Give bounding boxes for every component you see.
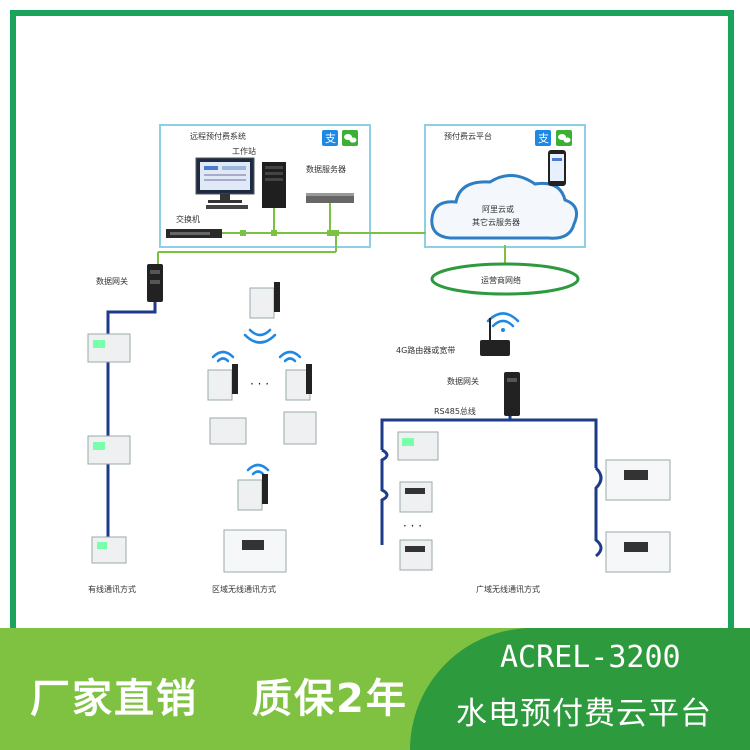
wifi-icon-lower (246, 463, 270, 476)
network-switch-icon (166, 229, 222, 238)
remote-system-box (159, 124, 371, 248)
workstation-label: 工作站 (232, 146, 256, 156)
wifi-icon-router (486, 312, 520, 332)
wide-meter-1 (397, 431, 439, 461)
phone-icon (548, 150, 566, 186)
rack-server-icon (306, 193, 354, 203)
wifi-icon-meter-top (243, 328, 277, 344)
carrier-network-label: 运营商网络 (481, 275, 521, 285)
wide-meter-box-2 (605, 531, 671, 573)
right-rs485-bus (380, 416, 603, 558)
wifi-icon-left-meter (211, 350, 235, 363)
wechat-icon-right (556, 130, 572, 146)
product-subtitle: 水电预付费云平台 (456, 696, 712, 732)
left-gateway-label: 数据网关 (96, 276, 128, 286)
regional-meter-top (249, 282, 280, 319)
wide-dots: · · · (403, 519, 422, 533)
regional-meter-left (207, 364, 247, 445)
svg-text:支: 支 (325, 132, 336, 145)
cloud-platform-label: 预付费云平台 (444, 131, 492, 141)
switch-label: 交换机 (176, 214, 200, 224)
regional-dots: · · · (250, 377, 269, 391)
alipay-icon-right: 支 (535, 130, 551, 146)
regional-wireless-label: 区域无线通讯方式 (212, 584, 276, 594)
product-model: ACREL-3200 (500, 640, 681, 675)
left-rs485-bus (106, 302, 157, 555)
wechat-icon (342, 130, 358, 146)
right-gateway-label: 数据网关 (447, 376, 479, 386)
slogan-direct-sale: 厂家直销 (30, 676, 198, 722)
banner-dark-section (410, 628, 750, 750)
right-gateway-icon (504, 372, 520, 416)
wired-meter-2 (87, 435, 131, 465)
wired-meter-1 (87, 333, 131, 363)
rs485-label: RS485总线 (434, 406, 476, 416)
regional-meter-lower (223, 474, 287, 573)
router-icon (480, 318, 510, 356)
workstation-icon (195, 157, 255, 209)
tower-server-icon (262, 162, 286, 208)
router-label: 4G路由器或宽带 (396, 345, 455, 355)
green-connection-lines (157, 203, 506, 268)
alipay-icon: 支 (322, 130, 338, 146)
wide-wireless-label: 广域无线通讯方式 (476, 584, 540, 594)
cloud-label-2: 其它云服务器 (472, 217, 520, 227)
remote-system-label: 远程预付费系统 (190, 131, 246, 141)
wifi-icon-right-meter (278, 350, 302, 363)
svg-text:支: 支 (538, 132, 549, 145)
green-junctions (240, 230, 339, 236)
regional-meter-right (283, 364, 317, 445)
carrier-network-oval (430, 262, 580, 296)
wired-meter-3 (91, 536, 127, 564)
wide-meter-box-1 (605, 459, 671, 501)
wide-meter-3 (399, 539, 433, 571)
wide-meter-2 (399, 481, 433, 513)
left-gateway-icon (147, 264, 163, 302)
slogan-warranty: 质保2年 (252, 676, 408, 722)
data-server-label: 数据服务器 (306, 164, 346, 174)
wired-label: 有线通讯方式 (88, 584, 136, 594)
promo-banner: 厂家直销 质保2年 ACREL-3200 水电预付费云平台 (0, 628, 750, 750)
cloud-icon (430, 174, 578, 240)
cloud-label-1: 阿里云或 (482, 204, 514, 214)
